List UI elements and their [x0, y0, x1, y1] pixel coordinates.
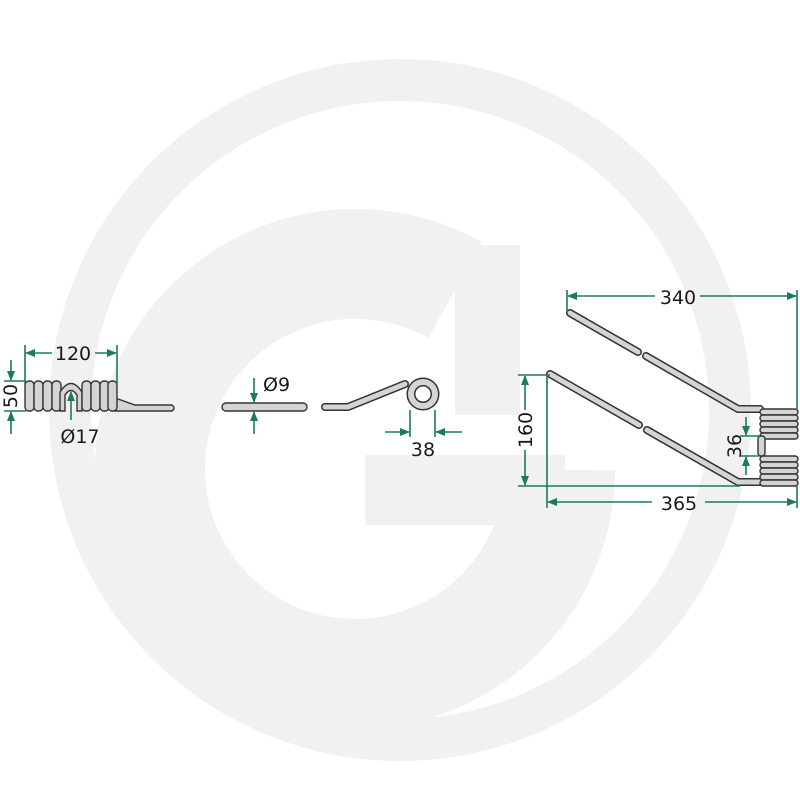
dim-eye-width: 38 — [411, 439, 435, 461]
eye-end: 38 — [321, 377, 462, 461]
dim-coil-length: 120 — [55, 343, 91, 365]
coil-windings — [24, 380, 118, 412]
dim-bottom-tine-length: 365 — [661, 493, 697, 515]
dim-top-tine-length: 340 — [660, 287, 696, 309]
wire-section: Ø9 — [221, 374, 308, 434]
dim-coil-height: 50 — [0, 384, 22, 408]
watermark-logo — [49, 59, 751, 761]
coil-side-view: 120 50 Ø17 — [0, 343, 175, 448]
upper-coil — [759, 408, 799, 440]
lower-coil — [759, 455, 799, 487]
double-tine: 340 160 36 365 — [515, 287, 799, 515]
dim-wire-diameter: Ø9 — [263, 374, 290, 396]
dim-coil-inner-diameter: Ø17 — [60, 426, 99, 448]
dim-tine-spread: 160 — [515, 412, 537, 448]
dim-coil-gap: 36 — [724, 434, 746, 458]
